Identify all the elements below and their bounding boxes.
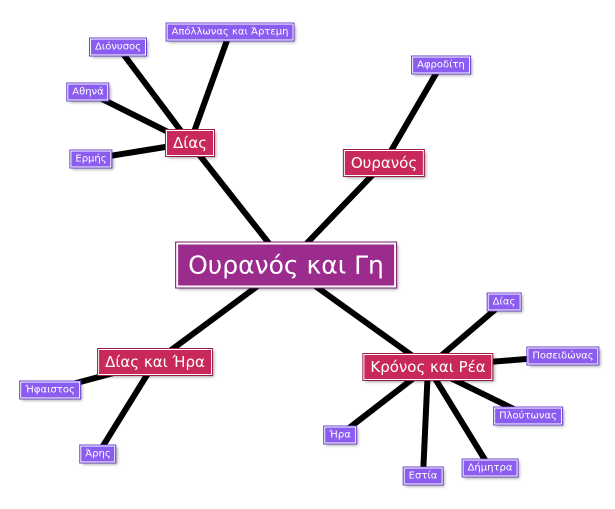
node-leaf-dias[interactable]: Δίας <box>486 292 522 312</box>
node-leaf-poseidon[interactable]: Ποσειδώνας <box>526 346 600 366</box>
node-leaf-demeter[interactable]: Δήμητρα <box>461 458 519 478</box>
node-branch-dias[interactable]: Δίας <box>164 129 216 157</box>
node-branch-ouranos[interactable]: Ουρανός <box>342 149 426 177</box>
edge-b0-b0-1 <box>115 45 193 145</box>
node-branch-kronos-rhea[interactable]: Κρόνος και Ρέα <box>362 353 494 381</box>
edge-b1-b1-0 <box>381 63 444 165</box>
node-leaf-dionysos[interactable]: Διόνυσος <box>88 37 148 57</box>
node-branch-dias-hera[interactable]: Δίας και Ήρα <box>97 348 213 376</box>
node-leaf-pluton[interactable]: Πλούτωνας <box>493 406 563 426</box>
node-leaf-hestia[interactable]: Εστία <box>402 466 444 486</box>
node-root[interactable]: Ουρανός και Γη <box>175 241 397 289</box>
node-leaf-ares[interactable]: Άρης <box>79 444 117 464</box>
node-leaf-apollon-artemis[interactable]: Απόλλωνας και Άρτεμη <box>165 22 295 42</box>
node-leaf-hera[interactable]: Ήρα <box>323 425 357 445</box>
node-leaf-hephaistos[interactable]: Ήφαιστος <box>19 380 81 400</box>
edge-b2-b2-1 <box>95 360 158 456</box>
node-leaf-hermes[interactable]: Ερμής <box>69 149 113 169</box>
edge-b3-b3-4 <box>420 366 431 477</box>
edge-b3-b3-3 <box>425 365 493 470</box>
node-leaf-athena[interactable]: Αθηνά <box>66 82 110 102</box>
node-leaf-aphrodite[interactable]: Αφροδίτη <box>411 55 471 75</box>
edge-b0-b0-0 <box>187 30 233 145</box>
